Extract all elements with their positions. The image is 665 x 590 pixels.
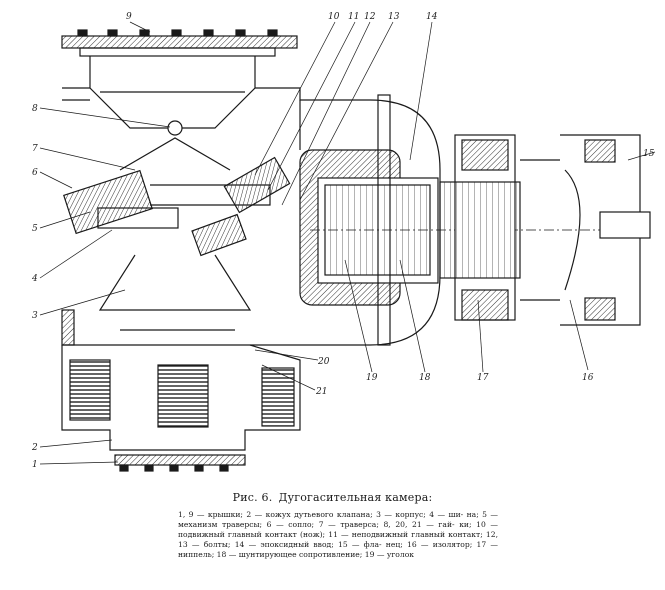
callout-13-top: 13 <box>388 12 400 22</box>
callout-15: 15 <box>643 149 655 159</box>
callout-21: 21 <box>315 387 327 397</box>
legend-line: главный контакт; 12, 13 — болты; 14 — эп… <box>178 530 498 549</box>
traverse-assembly <box>63 120 291 257</box>
insulator <box>439 134 651 326</box>
arc-chamber-drawing: 1 2 3 4 5 6 7 8 9 10 11 12 13 14 15 16 1… <box>31 12 656 472</box>
leader-lines <box>39 21 656 465</box>
callout-2: 2 <box>31 443 38 453</box>
callout-19: 19 <box>366 373 378 383</box>
legend-line: 19 — уголок <box>364 550 415 559</box>
callout-4: 4 <box>31 274 38 284</box>
callout-labels: 1 2 3 4 5 6 7 8 9 10 11 12 13 14 15 16 1… <box>31 12 655 470</box>
callout-11: 11 <box>348 12 359 22</box>
callout-17: 17 <box>477 373 489 383</box>
callout-18: 18 <box>419 373 431 383</box>
callout-14: 14 <box>426 12 438 22</box>
callout-10: 10 <box>328 12 340 22</box>
figure-number: Рис. 6. <box>232 491 273 504</box>
callout-6: 6 <box>32 168 38 178</box>
callout-8: 8 <box>32 104 38 114</box>
callout-16: 16 <box>582 373 594 383</box>
callout-1: 1 <box>32 460 38 470</box>
callout-3: 3 <box>32 311 38 321</box>
legend-line: на; 5 — механизм траверсы; 6 — сопло; 7 … <box>178 510 499 529</box>
figure-caption: Рис. 6. Дугогасительная камера: <box>0 491 665 504</box>
legend-line: ки; 10 — подвижный главный контакт (нож)… <box>178 520 499 539</box>
legend-line: 1, 9 — крышки; 2 — кожух дутьевого клапа… <box>178 510 464 519</box>
valve-shroud <box>61 344 301 472</box>
callout-12: 12 <box>364 12 376 22</box>
callout-20: 20 <box>317 357 330 367</box>
top-cover <box>61 29 298 129</box>
callout-5: 5 <box>32 224 38 234</box>
legend-line: нец; 16 — изолятор; 17 — ниппель; 18 — ш… <box>178 540 498 559</box>
callout-7: 7 <box>32 144 38 154</box>
figure-legend: 1, 9 — крышки; 2 — кожух дутьевого клапа… <box>178 510 498 560</box>
figure-title: Дугогасительная камера: <box>278 491 433 504</box>
callout-9: 9 <box>126 12 132 22</box>
epoxy-bushing <box>299 94 640 346</box>
